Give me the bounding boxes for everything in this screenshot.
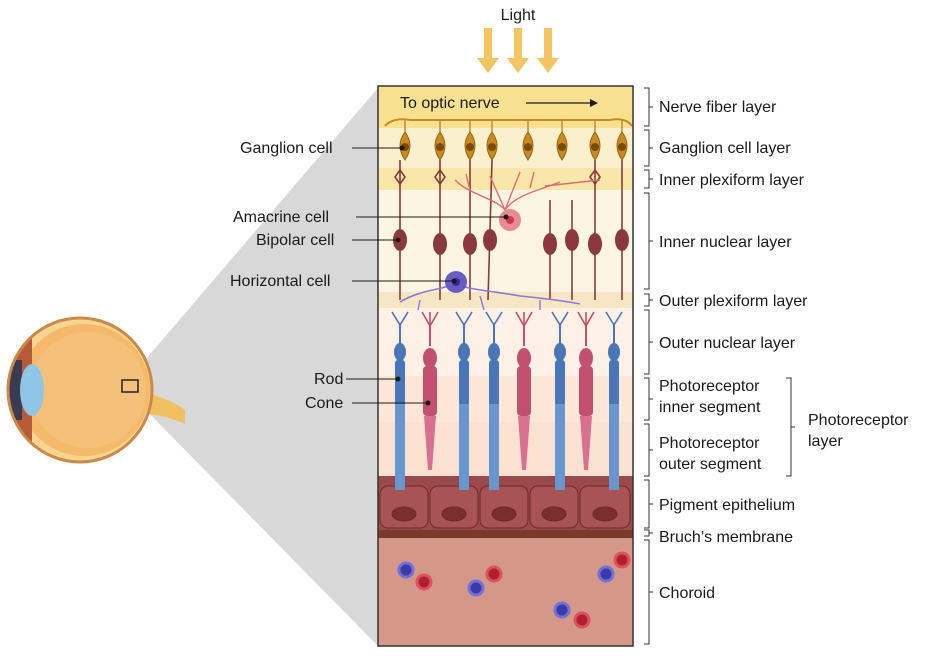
label-pigment-epithelium: Pigment epithelium <box>659 497 795 514</box>
cell-labels: Ganglion cell Amacrine cell Bipolar cell… <box>230 140 509 412</box>
light-arrow-1 <box>477 28 499 73</box>
rod-4 <box>551 311 569 490</box>
outer-segment-band <box>378 422 633 476</box>
cone-3 <box>577 311 595 470</box>
lens <box>20 364 44 416</box>
label-photoreceptor-layer-line1: Photoreceptor <box>808 412 909 429</box>
label-bipolar-cell: Bipolar cell <box>256 232 334 249</box>
label-cone: Cone <box>305 395 343 412</box>
ganglion-axons <box>404 120 623 132</box>
inner-segment-band <box>378 376 633 422</box>
layer-brackets <box>644 87 795 645</box>
eye-illustration <box>6 316 185 464</box>
outer-nuclear-band <box>378 308 633 376</box>
label-inner-plexiform-layer: Inner plexiform layer <box>659 172 805 189</box>
nerve-fibers <box>384 118 633 127</box>
light-arrow-3 <box>537 28 559 73</box>
label-choroid: Choroid <box>659 585 715 602</box>
cone-2 <box>515 311 533 470</box>
label-outer-nuclear-layer: Outer nuclear layer <box>659 335 796 352</box>
label-rod: Rod <box>314 371 343 388</box>
label-bruch-membrane: Bruch’s membrane <box>659 529 793 546</box>
zoom-cone <box>128 88 378 646</box>
label-ganglion-cell: Ganglion cell <box>240 140 333 157</box>
label-ganglion-cell-layer: Ganglion cell layer <box>659 140 791 157</box>
ganglion-nuclei <box>401 143 626 151</box>
light-arrows <box>477 28 559 73</box>
rod-5 <box>605 311 623 490</box>
choroid-band <box>378 538 633 646</box>
label-amacrine-cell: Amacrine cell <box>233 209 329 226</box>
outer-plexiform-band <box>378 292 633 308</box>
label-photoreceptor-layer-line2: layer <box>808 433 843 450</box>
rod-1 <box>391 311 409 490</box>
rod-2 <box>455 311 473 490</box>
light-arrow-2 <box>507 28 529 73</box>
cones <box>421 311 595 470</box>
optic-nerve-label: To optic nerve <box>400 95 500 112</box>
label-outer-segment-line2: outer segment <box>659 456 762 473</box>
label-outer-segment-line1: Photoreceptor <box>659 435 760 452</box>
layer-labels: Nerve fiber layer Ganglion cell layer In… <box>659 99 909 602</box>
choroid-blood-cells <box>397 551 631 629</box>
bruch-band <box>378 530 633 538</box>
optic-nerve-arrow <box>526 99 598 107</box>
zoom-box <box>121 379 139 393</box>
label-outer-plexiform-layer: Outer plexiform layer <box>659 293 808 310</box>
label-nerve-fiber-layer: Nerve fiber layer <box>659 99 777 116</box>
retina-block-border <box>377 85 634 647</box>
amacrine-cell <box>454 171 601 231</box>
light-label: Light <box>501 7 536 24</box>
rods <box>391 311 623 490</box>
label-inner-segment-line1: Photoreceptor <box>659 378 760 395</box>
pigment-cells <box>379 485 631 529</box>
rod-3 <box>485 311 503 490</box>
label-inner-segment-line2: inner segment <box>659 399 761 416</box>
label-horizontal-cell: Horizontal cell <box>230 273 330 290</box>
label-inner-nuclear-layer: Inner nuclear layer <box>659 234 792 251</box>
